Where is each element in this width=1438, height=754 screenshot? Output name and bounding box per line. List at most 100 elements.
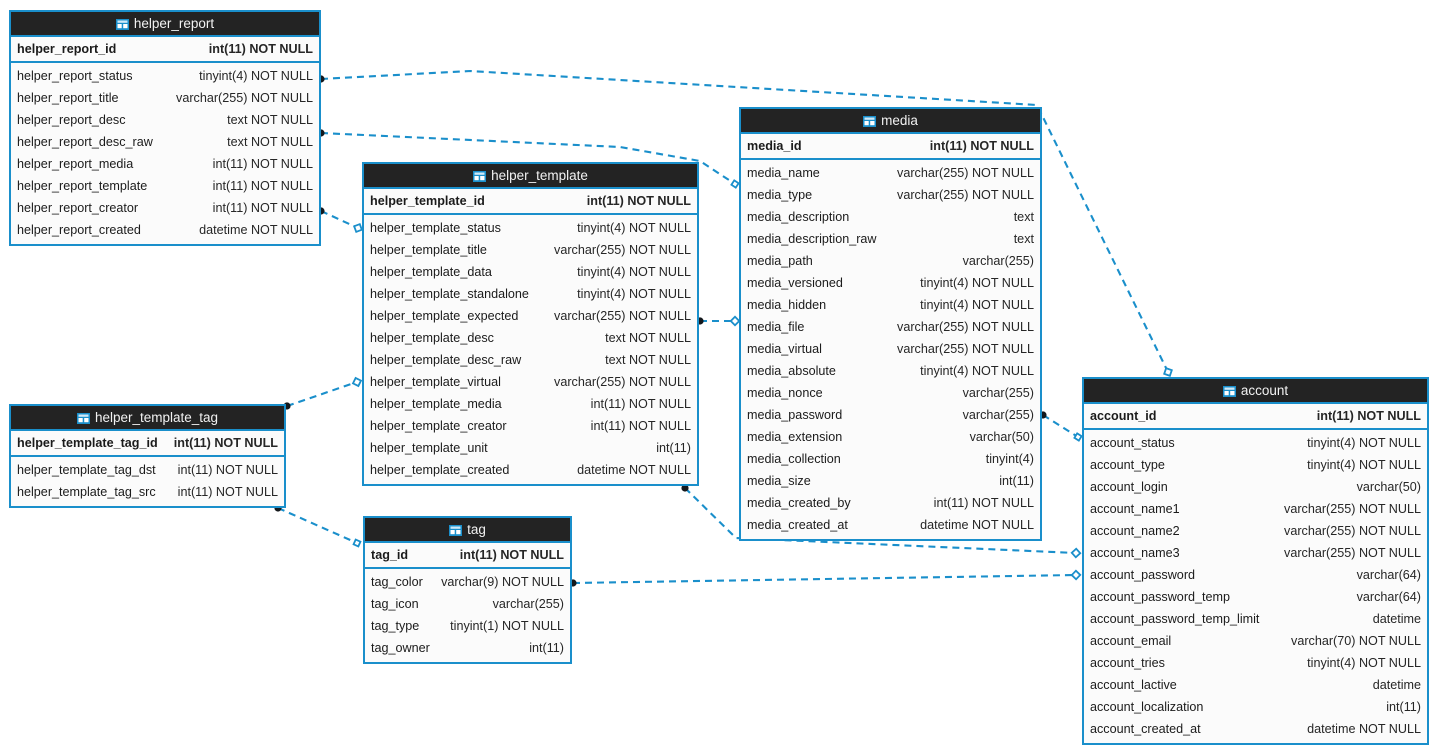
column-type: int(11): [656, 441, 691, 455]
column-name: media_absolute: [747, 364, 836, 378]
edge-marker-diamond: [351, 376, 363, 388]
column-name: account_created_at: [1090, 722, 1201, 736]
column-type: varchar(255) NOT NULL: [1284, 546, 1421, 560]
column-name: helper_template_creator: [370, 419, 507, 433]
edge-marker-diamond: [352, 222, 364, 234]
column-type: text NOT NULL: [605, 331, 691, 345]
column-type: datetime: [1372, 612, 1421, 626]
primary-key-row: tag_id int(11) NOT NULL: [365, 541, 570, 569]
column-type: tinyint(1) NOT NULL: [450, 619, 564, 633]
column-name: account_tries: [1090, 656, 1165, 670]
edge-marker-diamond: [1070, 569, 1082, 581]
column-row: account_tries tinyint(4) NOT NULL: [1084, 652, 1427, 674]
column-name: helper_template_title: [370, 243, 487, 257]
column-name: helper_template_expected: [370, 309, 519, 323]
column-name: helper_template_standalone: [370, 287, 529, 301]
column-type: int(11) NOT NULL: [590, 397, 691, 411]
column-type: varchar(50): [1356, 480, 1421, 494]
column-name: media_path: [747, 254, 813, 268]
column-name: media_id: [747, 139, 802, 153]
relationship-rel-helper-template-tag-dst-helper-template-virtual[interactable]: [283, 376, 363, 410]
column-type: int(11) NOT NULL: [929, 139, 1034, 153]
column-name: helper_report_media: [17, 157, 134, 171]
entity-header-media: media: [741, 109, 1040, 132]
column-name: account_name2: [1090, 524, 1180, 538]
relationship-rel-helper-template-expected-media-file[interactable]: [696, 315, 741, 327]
column-name: tag_id: [371, 548, 409, 562]
column-type: varchar(255): [962, 254, 1034, 268]
column-type: varchar(255): [962, 386, 1034, 400]
relationship-rel-tag-color-account-password[interactable]: [569, 569, 1082, 587]
column-type: int(11) NOT NULL: [177, 485, 278, 499]
column-name: tag_owner: [371, 641, 430, 655]
column-type: varchar(255) NOT NULL: [1284, 502, 1421, 516]
column-name: media_versioned: [747, 276, 843, 290]
relationship-rel-media-password-account-status[interactable]: [1039, 411, 1083, 442]
column-type: int(11) NOT NULL: [590, 419, 691, 433]
entity-header-tag: tag: [365, 518, 570, 541]
column-name: media_password: [747, 408, 843, 422]
column-type: int(11) NOT NULL: [173, 436, 278, 450]
column-name: helper_template_desc: [370, 331, 494, 345]
relationship-rel-helper-report-creator-helper-template[interactable]: [317, 207, 364, 234]
column-name: media_extension: [747, 430, 843, 444]
entity-title: helper_template: [491, 168, 588, 183]
column-name: helper_template_created: [370, 463, 510, 477]
column-name: media_created_at: [747, 518, 848, 532]
column-type: datetime NOT NULL: [199, 223, 313, 237]
column-name: helper_template_tag_src: [17, 485, 156, 499]
column-name: account_status: [1090, 436, 1175, 450]
column-type: text: [1013, 210, 1034, 224]
primary-key-row: media_id int(11) NOT NULL: [741, 132, 1040, 160]
column-name: account_id: [1090, 409, 1157, 423]
column-name: media_file: [747, 320, 805, 334]
column-name: helper_template_media: [370, 397, 502, 411]
column-name: account_email: [1090, 634, 1172, 648]
column-name: media_virtual: [747, 342, 822, 356]
column-type: datetime: [1372, 678, 1421, 692]
column-type: int(11): [529, 641, 564, 655]
column-type: int(11) NOT NULL: [459, 548, 564, 562]
column-row: helper_template_tag_src int(11) NOT NULL: [11, 481, 284, 503]
relationship-rel-helper-template-tag-src-tag[interactable]: [274, 504, 362, 548]
column-row: helper_template_creator int(11) NOT NULL: [364, 415, 697, 437]
column-type: int(11) NOT NULL: [586, 194, 691, 208]
column-type: tinyint(4) NOT NULL: [1307, 656, 1421, 670]
